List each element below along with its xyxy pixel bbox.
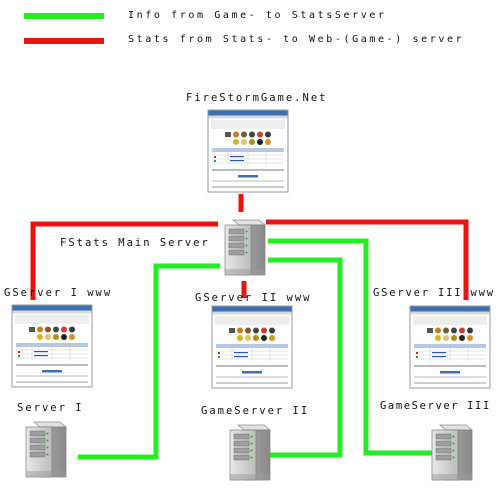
label-gserver3: GServer III www bbox=[373, 287, 495, 299]
website-thumbnail bbox=[207, 109, 289, 193]
green-line-gameserver2 bbox=[268, 257, 343, 458]
legend-green-line bbox=[24, 13, 104, 19]
gserver1-thumbnail bbox=[11, 304, 93, 388]
green-line-server1 bbox=[78, 263, 220, 460]
server-tower-icon-gameserver2 bbox=[229, 424, 271, 481]
red-line-gserver3 bbox=[266, 219, 469, 300]
server-tower-icon-gameserver3 bbox=[431, 424, 473, 481]
gserver3-thumbnail bbox=[409, 305, 491, 389]
server-tower-icon-main bbox=[224, 219, 266, 276]
gserver2-thumbnail bbox=[211, 305, 293, 389]
label-gameserver2: GameServer II bbox=[201, 405, 310, 417]
info-lines bbox=[78, 238, 432, 460]
label-website: FireStormGame.Net bbox=[186, 92, 328, 104]
label-main-server: FStats Main Server bbox=[60, 237, 210, 249]
legend-green-text: Info from Game- to StatsServer bbox=[128, 10, 387, 21]
label-gameserver3: GameServer III bbox=[380, 400, 491, 412]
label-server1: Server I bbox=[17, 402, 84, 414]
legend-red-line bbox=[24, 38, 104, 44]
server-tower-icon-server1 bbox=[25, 421, 67, 478]
legend-red-text: Stats from Stats- to Web-(Game-) server bbox=[128, 34, 465, 45]
stats-lines bbox=[30, 194, 469, 300]
red-line-gserver1 bbox=[30, 221, 218, 300]
green-line-gameserver3 bbox=[268, 238, 432, 456]
label-gserver1: GServer I www bbox=[4, 287, 113, 299]
label-gserver2: GServer II www bbox=[195, 292, 312, 304]
